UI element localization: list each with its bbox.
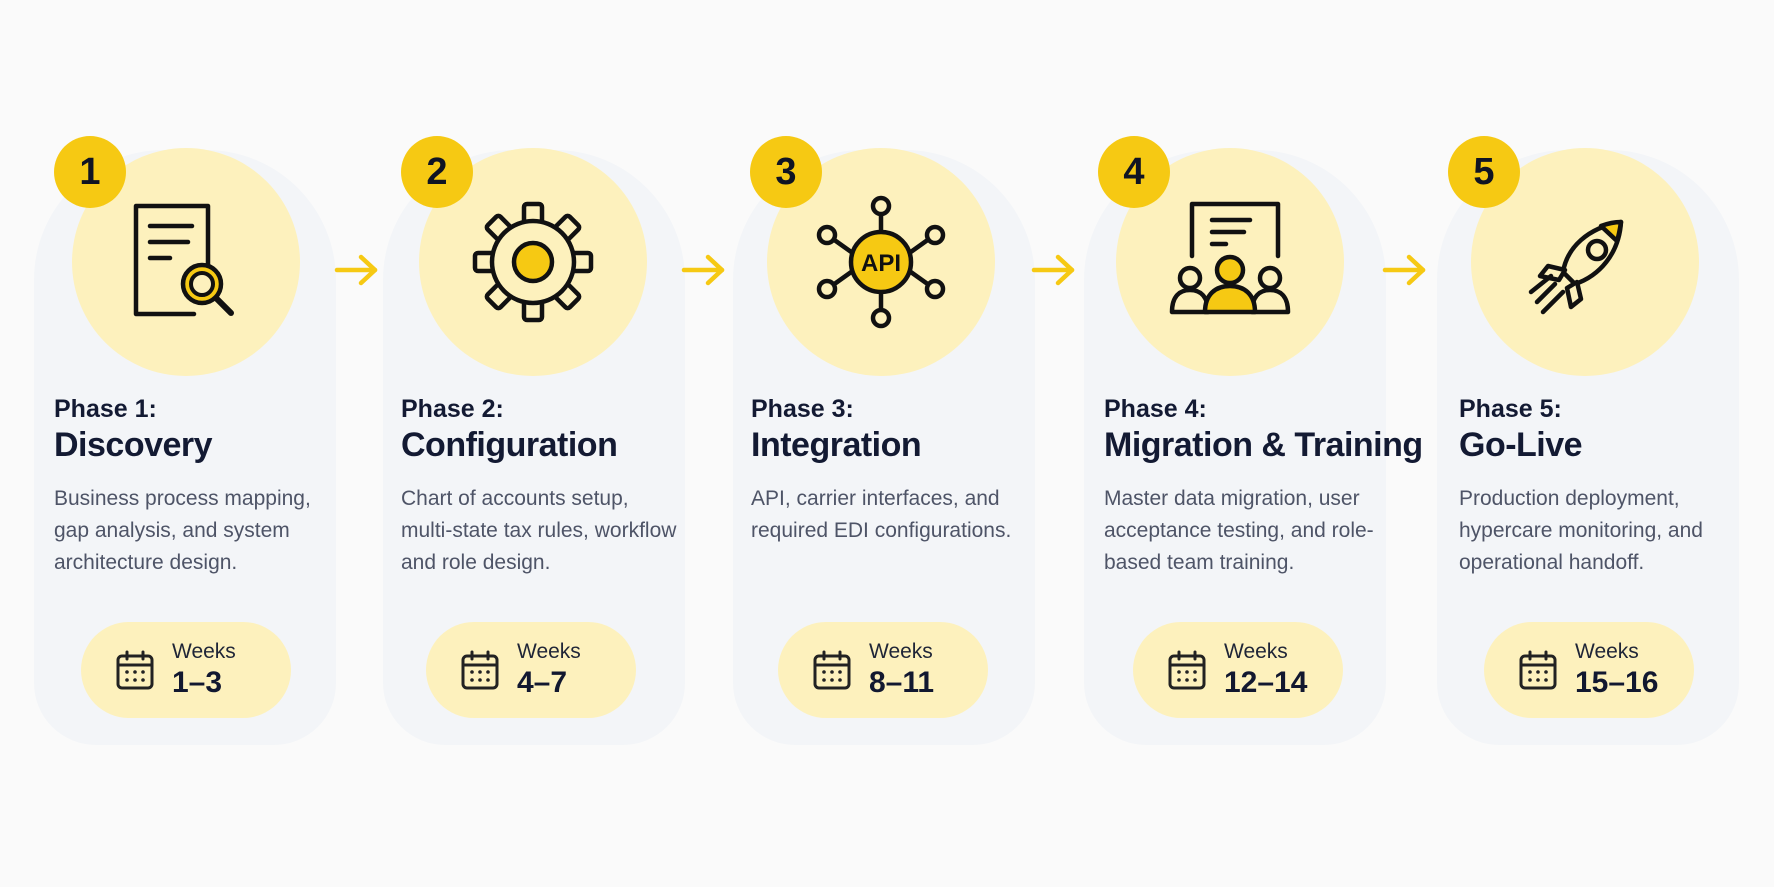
calendar-icon [116, 650, 154, 690]
api-icon-label: API [861, 250, 901, 277]
weeks-pill-2: Weeks 4–7 [426, 622, 636, 718]
phase-label-3: Phase 3: [751, 395, 854, 423]
phase-label-4: Phase 4: [1104, 395, 1207, 423]
weeks-pill-3: Weeks 8–11 [778, 622, 988, 718]
arrow-right-icon [1382, 254, 1426, 286]
calendar-icon [1519, 650, 1557, 690]
presentation-team-icon [1169, 201, 1291, 315]
phase-icon-circle-5 [1471, 148, 1699, 376]
rocket-icon [1528, 219, 1624, 315]
weeks-range-4: 12–14 [1224, 666, 1308, 699]
phase-description-1: Business process mapping, gap analysis, … [54, 487, 311, 574]
weeks-label-4: Weeks [1224, 640, 1288, 663]
phase-title-3: Integration [751, 426, 922, 464]
gear-icon [472, 201, 594, 323]
step-badge-3: 3 [750, 136, 822, 208]
phase-description-5: Production deployment, hypercare monitor… [1459, 487, 1703, 574]
phase-title-1: Discovery [54, 426, 213, 464]
phase-title-4: Migration & Training [1104, 426, 1423, 464]
calendar-icon [461, 650, 499, 690]
weeks-range-2: 4–7 [517, 666, 568, 699]
weeks-pill-4: Weeks 12–14 [1133, 622, 1343, 718]
phase-title-2: Configuration [401, 426, 618, 464]
weeks-label-2: Weeks [517, 640, 581, 663]
document-search-icon [133, 203, 234, 317]
step-badge-1: 1 [54, 136, 126, 208]
arrow-right-icon [334, 254, 378, 286]
phase-label-1: Phase 1: [54, 395, 157, 423]
phase-description-4: Master data migration, user acceptance t… [1104, 487, 1374, 574]
weeks-range-3: 8–11 [869, 666, 935, 699]
phase-description-2: Chart of accounts setup, multi-state tax… [401, 487, 677, 574]
phase-description-3: API, carrier interfaces, and required ED… [751, 487, 1012, 542]
calendar-icon [813, 650, 851, 690]
api-network-icon: API [816, 195, 946, 329]
phase-label-5: Phase 5: [1459, 395, 1562, 423]
weeks-pill-5: Weeks 15–16 [1484, 622, 1694, 718]
arrow-right-icon [681, 254, 725, 286]
calendar-icon [1168, 650, 1206, 690]
phase-title-5: Go-Live [1459, 426, 1583, 464]
step-badge-5: 5 [1448, 136, 1520, 208]
weeks-range-5: 15–16 [1575, 666, 1659, 699]
weeks-label-1: Weeks [172, 640, 236, 663]
weeks-range-1: 1–3 [172, 666, 223, 699]
weeks-label-3: Weeks [869, 640, 933, 663]
step-badge-4: 4 [1098, 136, 1170, 208]
phase-label-2: Phase 2: [401, 395, 504, 423]
weeks-pill-1: Weeks 1–3 [81, 622, 291, 718]
step-badge-2: 2 [401, 136, 473, 208]
weeks-label-5: Weeks [1575, 640, 1639, 663]
arrow-right-icon [1031, 254, 1075, 286]
